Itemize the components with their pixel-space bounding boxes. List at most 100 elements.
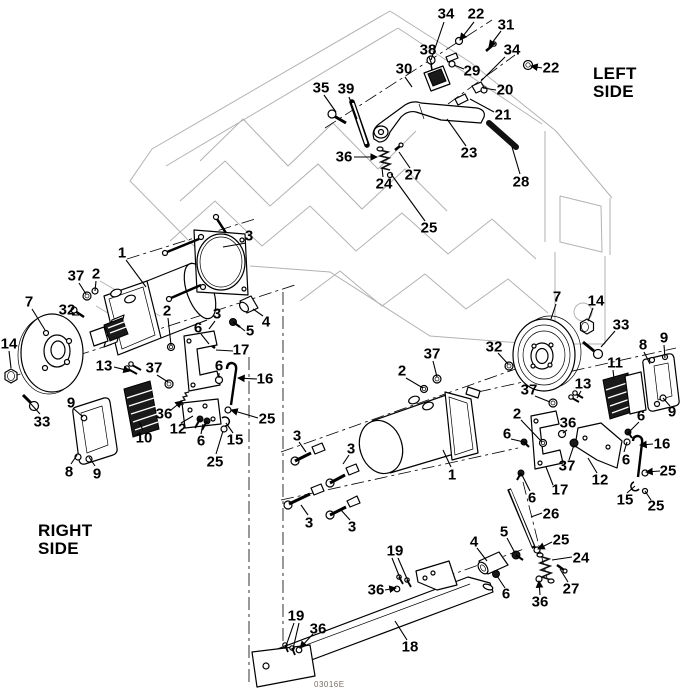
pin-34: [445, 52, 459, 63]
callout-34: 34: [504, 42, 521, 59]
leader-line: [234, 322, 246, 332]
leader-lines: [8, 21, 671, 650]
hub-nut-14: [4, 368, 18, 384]
leader-line: [292, 622, 300, 650]
bolt-35: [333, 114, 347, 125]
nut-37b: [569, 438, 579, 448]
callout-16: 16: [257, 371, 274, 388]
leader-line: [520, 419, 543, 443]
callout-7: 7: [553, 289, 561, 306]
callout-3: 3: [347, 441, 355, 458]
callout-37: 37: [521, 382, 538, 399]
callout-25: 25: [648, 498, 665, 515]
leader-line: [643, 351, 651, 365]
callout-35: 35: [313, 80, 330, 97]
callout-3: 3: [245, 228, 253, 245]
leader-line: [428, 56, 433, 66]
callout-37: 37: [146, 360, 163, 377]
leader-line: [215, 430, 224, 455]
callout-30: 30: [396, 61, 413, 78]
callout-3: 3: [293, 428, 301, 445]
callout-4: 4: [470, 534, 479, 551]
callout-11: 11: [607, 355, 623, 372]
leader-line: [78, 282, 87, 295]
leader-line: [230, 408, 259, 419]
callout-7: 7: [25, 294, 33, 311]
mount-bolts-3: [283, 442, 361, 520]
leader-line: [551, 556, 573, 561]
stud-3b: [170, 283, 202, 300]
callout-27: 27: [405, 167, 422, 184]
callout-6: 6: [503, 426, 511, 443]
callout-1: 1: [448, 467, 456, 484]
leader-line: [535, 580, 544, 596]
callout-36: 36: [560, 415, 577, 432]
callout-36: 36: [156, 406, 173, 423]
callout-3: 3: [305, 515, 313, 532]
callout-25: 25: [207, 454, 224, 471]
leader-line: [208, 320, 216, 330]
leader-line: [562, 429, 568, 434]
callout-32: 32: [486, 339, 503, 356]
bracket-12: [181, 398, 222, 429]
leader-line: [381, 167, 384, 178]
leader-line: [453, 64, 465, 70]
callout-15: 15: [227, 432, 244, 449]
leader-line: [506, 537, 516, 554]
callout-20: 20: [497, 82, 514, 99]
callout-24: 24: [573, 550, 590, 567]
leader-line: [31, 308, 46, 331]
leader-line: [113, 365, 131, 374]
nut-6: [492, 570, 500, 578]
bracket-17: [530, 410, 564, 470]
washer-25b: [224, 406, 232, 414]
nut-37: [82, 291, 92, 301]
bracket-12: [574, 422, 623, 469]
valve-stack-10: [123, 380, 160, 438]
callout-31: 31: [498, 17, 515, 34]
pin-27: [556, 563, 565, 572]
callout-26: 26: [543, 506, 560, 523]
callout-6: 6: [502, 586, 510, 603]
callout-25: 25: [553, 532, 570, 549]
leader-line: [587, 307, 594, 322]
callout-28: 28: [513, 174, 530, 191]
leader-line: [340, 509, 351, 521]
washer-25a: [641, 469, 649, 477]
callout-37: 37: [424, 346, 441, 363]
leader-line: [237, 374, 258, 383]
leader-line: [8, 350, 12, 369]
callout-9: 9: [668, 404, 676, 421]
callout-25: 25: [660, 463, 677, 480]
leader-line: [628, 421, 640, 433]
leader-line: [432, 360, 438, 378]
leader-line: [323, 94, 337, 113]
leader-line: [170, 400, 183, 411]
callout-22: 22: [468, 6, 485, 23]
callout-33: 33: [613, 317, 630, 334]
leader-line: [639, 440, 654, 449]
leader-line: [488, 30, 502, 48]
leader-line: [125, 259, 147, 288]
bottom-idler-assembly: [251, 546, 568, 688]
callout-14: 14: [588, 293, 605, 310]
leader-line: [600, 330, 616, 348]
motor-flange: [444, 391, 479, 461]
leader-line: [612, 369, 615, 380]
washer-29: [448, 60, 456, 68]
leader-line: [299, 633, 314, 649]
callout-18: 18: [402, 639, 419, 656]
leader-line: [496, 575, 506, 589]
callout-5: 5: [500, 524, 508, 541]
nut-37a: [548, 398, 558, 408]
leader-line: [511, 146, 521, 175]
callout-6: 6: [194, 320, 202, 337]
leader-line: [545, 466, 554, 486]
callout-12: 12: [592, 472, 609, 489]
callout-24: 24: [376, 176, 393, 193]
callout-19: 19: [288, 608, 305, 625]
callout-29: 29: [464, 63, 481, 80]
callout-12: 12: [170, 421, 187, 438]
callout-23: 23: [461, 145, 478, 162]
